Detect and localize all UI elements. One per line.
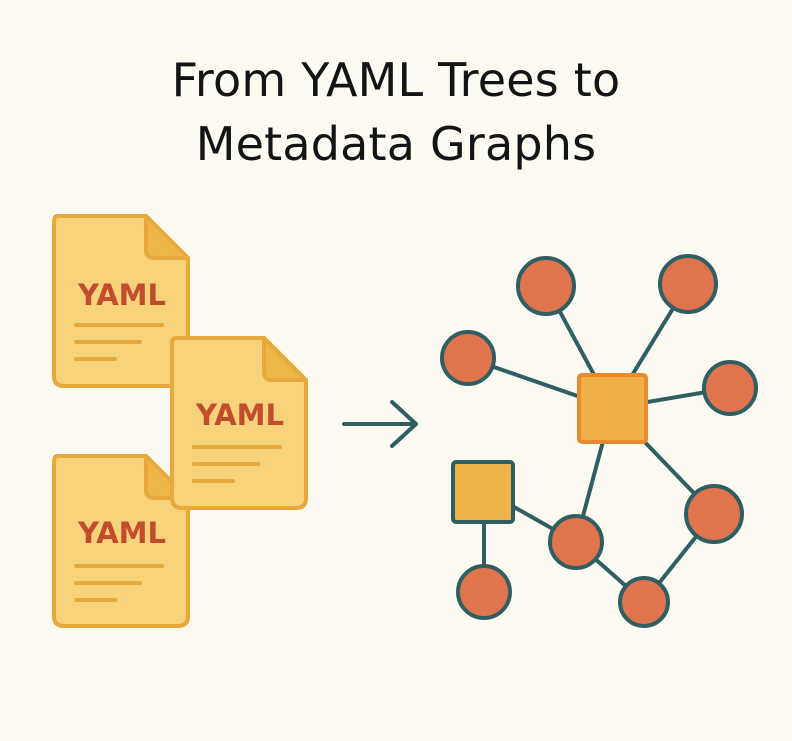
title-line-1: From YAML Trees to <box>171 53 621 107</box>
title-line-2: Metadata Graphs <box>195 117 597 171</box>
graph-node <box>702 360 758 416</box>
graph-node <box>618 576 670 628</box>
secondary-square-node <box>451 460 515 524</box>
graph-node <box>516 256 576 316</box>
graph-node <box>684 484 744 544</box>
yaml-document-2-label: YAML <box>195 398 284 432</box>
graph-node <box>440 330 496 386</box>
arrow-right-icon <box>342 400 418 448</box>
graph-node <box>658 254 718 314</box>
yaml-document-1-label: YAML <box>77 278 166 312</box>
graph-node <box>548 514 604 570</box>
yaml-document-3: YAML <box>52 454 190 628</box>
graph-node <box>456 564 512 620</box>
network-graph-icon <box>440 254 758 628</box>
yaml-document-2: YAML <box>170 336 308 510</box>
hub-square-node <box>577 373 648 444</box>
page-title: From YAML Trees to Metadata Graphs <box>0 48 792 176</box>
yaml-document-1: YAML <box>52 214 190 388</box>
yaml-document-3-label: YAML <box>77 516 166 550</box>
